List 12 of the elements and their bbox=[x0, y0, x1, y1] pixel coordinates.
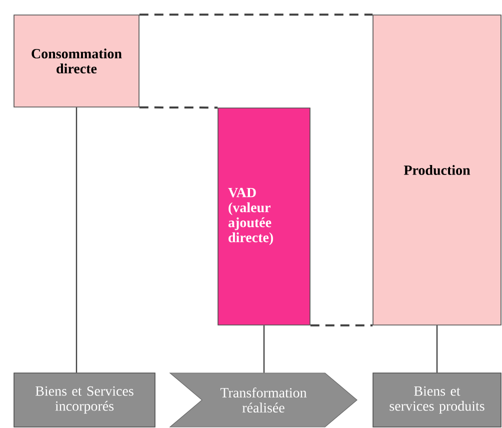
connector-line bbox=[76, 107, 78, 373]
dashed-line bbox=[139, 14, 373, 16]
connector-line bbox=[436, 325, 438, 373]
box: Biens et services produits bbox=[372, 372, 502, 428]
box: Biens et Services incorporés bbox=[14, 372, 156, 428]
dashed-line bbox=[139, 106, 218, 109]
dashed-line bbox=[310, 324, 373, 326]
connector-line bbox=[263, 325, 265, 373]
box: Consommation directe bbox=[14, 14, 140, 108]
chevron-box: Transformation réalisée bbox=[169, 372, 358, 428]
box: VAD (valeur ajoutée directe) bbox=[218, 108, 310, 326]
box: Production bbox=[372, 14, 502, 326]
